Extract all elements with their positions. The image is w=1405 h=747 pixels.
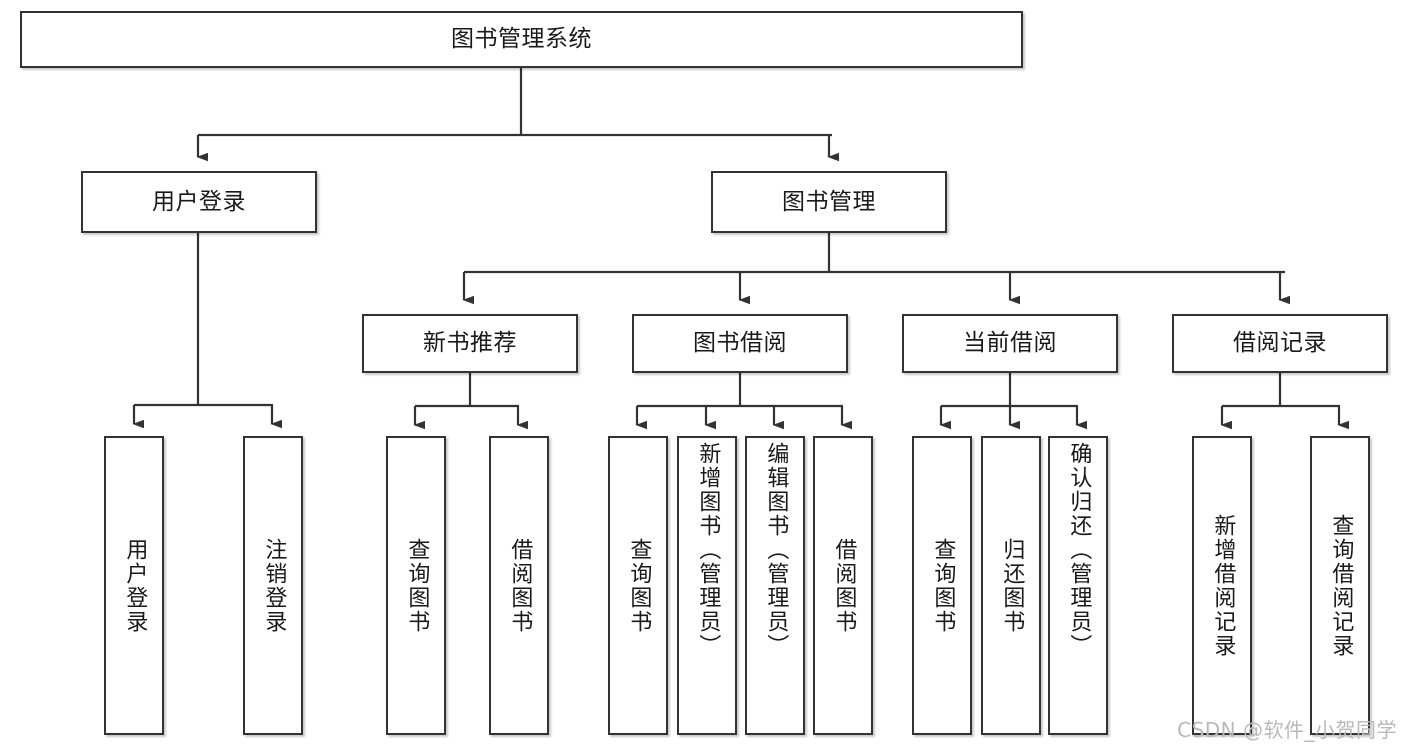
node-user-login-label: 用户登录 <box>152 188 246 215</box>
leaf-query-book-3[interactable]: 查询图书 <box>912 436 972 735</box>
leaf-confirm-return-label: 确认归还（管理员） <box>1066 442 1092 658</box>
leaf-query-book-2-label: 查询图书 <box>626 537 652 634</box>
node-new-book-recommend[interactable]: 新书推荐 <box>362 314 578 373</box>
leaf-return-book[interactable]: 归还图书 <box>981 436 1041 735</box>
leaf-borrow-book-1[interactable]: 借阅图书 <box>489 436 549 735</box>
leaf-query-book-3-label: 查询图书 <box>930 537 956 634</box>
leaf-return-book-label: 归还图书 <box>999 537 1025 634</box>
leaf-query-record-label: 查询借阅记录 <box>1328 513 1354 658</box>
node-book-borrow-label: 图书借阅 <box>693 330 787 357</box>
leaf-add-book-label: 新增图书（管理员） <box>695 442 721 658</box>
node-current-borrow-label: 当前借阅 <box>963 330 1057 357</box>
node-book-manage-label: 图书管理 <box>782 188 876 215</box>
leaf-borrow-book-2-label: 借阅图书 <box>831 537 857 634</box>
watermark: CSDN @软件_小贺同学 <box>1177 718 1397 742</box>
leaf-query-book-1-label: 查询图书 <box>404 537 430 634</box>
node-current-borrow[interactable]: 当前借阅 <box>902 314 1118 373</box>
leaf-add-book[interactable]: 新增图书（管理员） <box>677 436 737 735</box>
leaf-query-record[interactable]: 查询借阅记录 <box>1310 436 1370 735</box>
node-book-borrow[interactable]: 图书借阅 <box>632 314 848 373</box>
leaf-user-login[interactable]: 用户登录 <box>104 436 164 735</box>
leaf-logout-login-label: 注销登录 <box>261 537 287 634</box>
leaf-edit-book[interactable]: 编辑图书（管理员） <box>745 436 805 735</box>
leaf-edit-book-label: 编辑图书（管理员） <box>763 442 789 658</box>
leaf-add-record[interactable]: 新增借阅记录 <box>1192 436 1252 735</box>
node-new-book-recommend-label: 新书推荐 <box>423 330 517 357</box>
leaf-query-book-2[interactable]: 查询图书 <box>608 436 668 735</box>
leaf-add-record-label: 新增借阅记录 <box>1210 513 1236 658</box>
leaf-query-book-1[interactable]: 查询图书 <box>386 436 446 735</box>
node-user-login[interactable]: 用户登录 <box>81 171 317 233</box>
leaf-user-login-label: 用户登录 <box>122 537 148 634</box>
node-borrow-record[interactable]: 借阅记录 <box>1172 314 1388 373</box>
node-book-manage[interactable]: 图书管理 <box>711 171 947 233</box>
node-borrow-record-label: 借阅记录 <box>1233 330 1327 357</box>
leaf-borrow-book-2[interactable]: 借阅图书 <box>813 436 873 735</box>
leaf-logout-login[interactable]: 注销登录 <box>243 436 303 735</box>
leaf-confirm-return[interactable]: 确认归还（管理员） <box>1048 436 1108 735</box>
node-root-label: 图书管理系统 <box>451 26 592 53</box>
leaf-borrow-book-1-label: 借阅图书 <box>507 537 533 634</box>
node-root[interactable]: 图书管理系统 <box>20 11 1023 68</box>
